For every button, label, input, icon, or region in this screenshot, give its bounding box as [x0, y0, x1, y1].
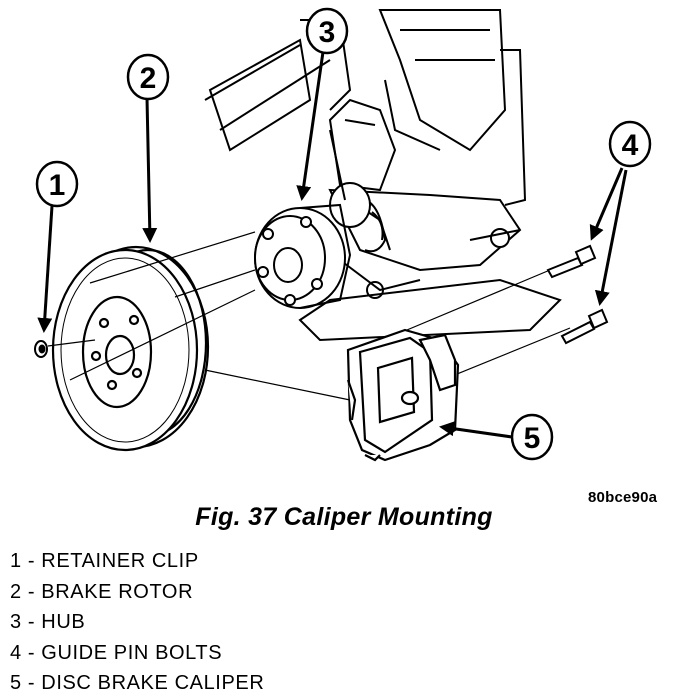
legend: 1 - RETAINER CLIP 2 - BRAKE ROTOR 3 - HU… — [10, 546, 264, 699]
legend-item: 5 - DISC BRAKE CALIPER — [10, 672, 265, 694]
retainer-clip — [34, 340, 48, 358]
callout-number: 1 — [49, 169, 66, 202]
legend-item: 2 - BRAKE ROTOR — [10, 580, 194, 603]
brake-rotor — [51, 245, 210, 452]
guide-pin-bolts — [546, 244, 609, 345]
callout-bubble-1: 1 — [35, 160, 79, 208]
suspension-structure — [204, 9, 562, 342]
legend-item: 4 - GUIDE PIN BOLTS — [10, 641, 223, 664]
caliper-mounting-illustration: 1 2 3 4 5 — [34, 7, 652, 462]
figure-reference-code: 80bce90a — [588, 489, 658, 506]
callout-leaders — [37, 51, 628, 439]
hub — [254, 203, 352, 309]
callout-bubble-2: 2 — [126, 53, 170, 101]
legend-item: 3 - HUB — [10, 611, 86, 633]
callout-number: 2 — [140, 62, 157, 95]
callout-bubble-5: 5 — [510, 413, 554, 461]
callout-bubble-4: 4 — [608, 120, 652, 168]
callout-bubble-3: 3 — [305, 7, 349, 55]
legend-item: 1 - RETAINER CLIP — [10, 550, 199, 572]
disc-brake-caliper — [346, 328, 460, 462]
figure-caption: Fig. 37 Caliper Mounting — [195, 503, 493, 531]
alignment-lines — [47, 231, 571, 401]
callout-number: 4 — [622, 129, 639, 162]
callout-number: 3 — [319, 16, 336, 49]
callout-number: 5 — [524, 422, 541, 455]
